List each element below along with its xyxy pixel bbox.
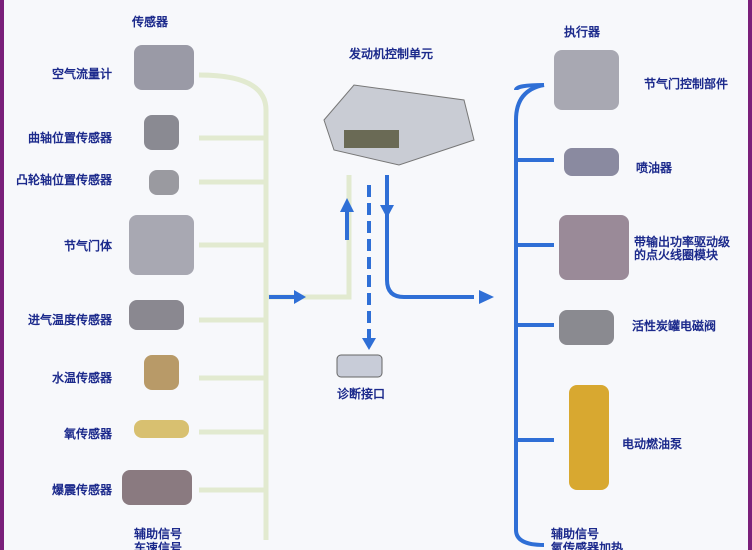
air-flow-meter-icon: [134, 45, 194, 90]
injector-icon: [564, 148, 619, 176]
actuator-aux-label: 辅助信号: [551, 527, 600, 541]
up-arrow: [340, 198, 354, 212]
coolant-sensor-icon: [144, 355, 179, 390]
actuator-label: 活性炭罐电磁阀: [632, 319, 717, 333]
sensors-title: 传感器: [132, 15, 169, 29]
output-arrowhead: [479, 290, 494, 304]
sensor-label: 节气门体: [63, 239, 112, 253]
actuator-label: 喷油器: [636, 161, 673, 175]
connections: [198, 72, 554, 547]
intake-temp-sensor-icon: [129, 300, 184, 330]
sensor-bus: [198, 72, 352, 540]
crank-sensor-icon: [144, 115, 179, 150]
throttle-control-icon: [554, 50, 619, 110]
oxygen-sensor-icon: [134, 420, 189, 438]
actuator-label: 带输出功率驱动级 的点火线圈模块: [634, 235, 731, 262]
throttle-body-icon: [129, 215, 194, 275]
sensor-aux-label: 辅助信号: [134, 527, 183, 541]
cam-sensor-icon: [149, 170, 179, 195]
input-arrowhead: [294, 290, 306, 304]
actuator-bus: [385, 83, 554, 547]
sensor-label: 氧传感器: [63, 427, 112, 441]
actuators-title: 执行器: [564, 25, 601, 39]
ecu-unit-icon: [323, 84, 475, 166]
actuator-label: 电动燃油泵: [622, 437, 683, 451]
ignition-coil-icon: [559, 215, 629, 280]
sensor-label: 爆震传感器: [51, 483, 112, 497]
sensor-aux-label-2: 车速信号: [134, 541, 183, 550]
knock-sensor-icon: [122, 470, 192, 505]
fuel-pump-icon: [569, 385, 609, 490]
diag-arrow: [362, 338, 376, 350]
ecu-title: 发动机控制单元: [349, 47, 434, 61]
sensor-label: 空气流量计: [51, 67, 112, 81]
actuator-label: 节气门控制部件: [644, 77, 729, 91]
sensor-label: 进气温度传感器: [27, 313, 112, 327]
sensor-label: 凸轮轴位置传感器: [15, 173, 112, 187]
sensor-label: 水温传感器: [51, 371, 112, 385]
diag-connector-icon: [336, 354, 383, 378]
sensor-label: 曲轴位置传感器: [27, 131, 112, 145]
canister-valve-icon: [559, 310, 614, 345]
actuator-aux-label-2: 氧传感器加热: [551, 541, 624, 550]
diag-label: 诊断接口: [337, 387, 386, 401]
down-arrow: [380, 205, 394, 218]
